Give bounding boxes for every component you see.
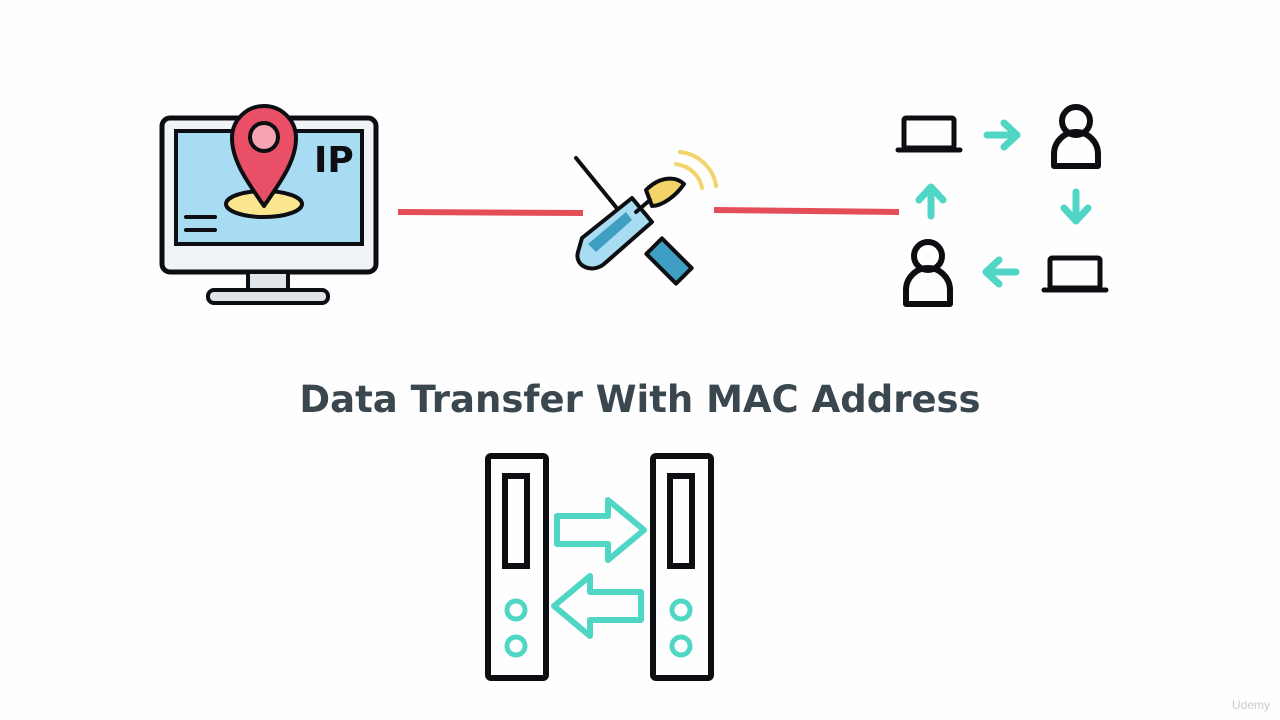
arrow-icon <box>554 497 647 563</box>
link-line-left <box>397 209 584 216</box>
arrow-icon <box>982 256 1020 288</box>
user-icon <box>1051 104 1101 169</box>
server-tower-icon <box>650 453 714 681</box>
arrow-icon <box>915 183 947 220</box>
user-icon <box>903 239 953 307</box>
laptop-icon <box>895 115 963 153</box>
diagram-title: Data Transfer With MAC Address <box>299 378 981 421</box>
location-pin-icon <box>224 104 304 219</box>
monitor-ip-label: IP <box>314 140 354 181</box>
arrow-icon <box>1060 188 1092 225</box>
satellite-dish-icon <box>574 150 718 286</box>
laptop-icon <box>1041 255 1109 293</box>
arrow-icon <box>983 119 1021 151</box>
server-tower-icon <box>485 453 549 681</box>
watermark-logo: Udemy <box>1231 698 1270 712</box>
arrow-icon <box>551 573 644 639</box>
link-line-right <box>713 207 900 215</box>
